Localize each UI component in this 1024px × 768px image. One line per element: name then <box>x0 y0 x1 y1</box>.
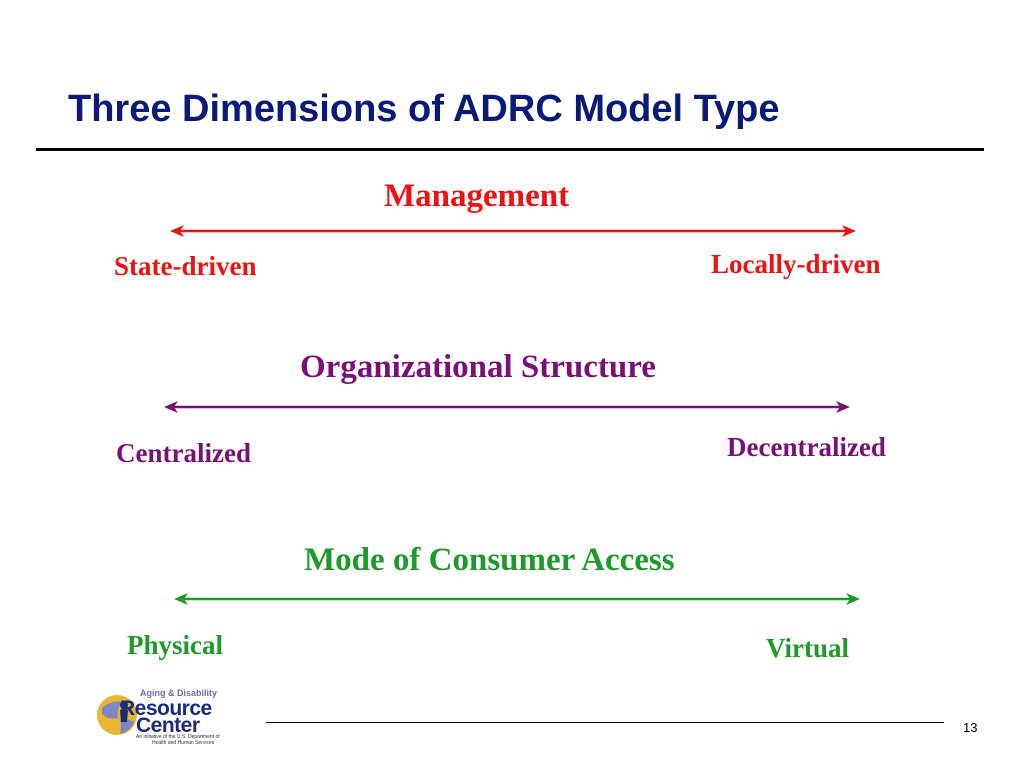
logo-subtext-2: Health and Human Services <box>152 740 215 746</box>
slide-title: Three Dimensions of ADRC Model Type <box>68 88 780 130</box>
double-arrow-mode-of-consumer-access <box>174 593 860 605</box>
dimension-left-label-organizational-structure: Centralized <box>116 438 251 468</box>
adrc-logo: Aging & Disability Resource Center An in… <box>92 688 232 746</box>
logo-subtext-1: An initiative of the U.S. Department of <box>136 734 220 740</box>
double-arrow-management <box>170 225 856 237</box>
dimension-right-label-management: Locally-driven <box>711 249 881 279</box>
logo-resource-text: Resource <box>120 697 212 720</box>
logo-top-text: Aging & Disability <box>140 688 218 698</box>
dimension-left-label-mode-of-consumer-access: Physical <box>127 630 224 660</box>
double-arrow-organizational-structure <box>164 401 850 413</box>
dimension-title-management: Management <box>384 178 570 214</box>
dimension-title-organizational-structure: Organizational Structure <box>300 349 656 385</box>
footer-divider <box>266 722 944 723</box>
dimension-right-label-mode-of-consumer-access: Virtual <box>766 633 849 663</box>
globe-people-icon <box>97 695 137 735</box>
page-number: 13 <box>963 720 978 735</box>
logo-center-text: Center <box>136 714 200 737</box>
dimension-title-mode-of-consumer-access: Mode of Consumer Access <box>304 542 675 578</box>
dimension-left-label-management: State-driven <box>114 251 257 281</box>
dimension-right-label-organizational-structure: Decentralized <box>727 432 886 462</box>
title-divider <box>36 148 984 151</box>
